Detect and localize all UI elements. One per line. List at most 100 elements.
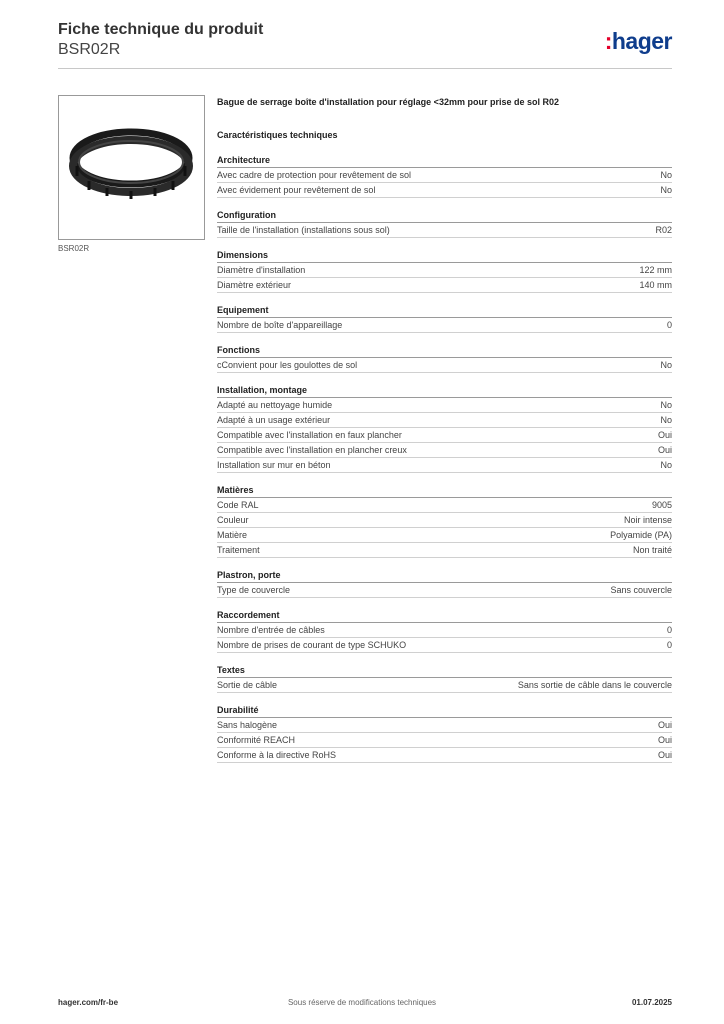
- spec-label: Taille de l'installation (installations …: [217, 225, 390, 235]
- spec-value: 0: [666, 320, 672, 330]
- spec-value: 9005: [651, 500, 672, 510]
- spec-value: 0: [666, 640, 672, 650]
- spec-value: Noir intense: [623, 515, 672, 525]
- spec-row: Traitement Non traité: [217, 543, 672, 558]
- spec-value: No: [660, 170, 672, 180]
- spec-value: Oui: [657, 750, 672, 760]
- spec-value: 0: [666, 625, 672, 635]
- hager-logo: :hager: [604, 28, 673, 54]
- spec-label: Avec cadre de protection pour revêtement…: [217, 170, 411, 180]
- spec-row: Compatible avec l'installation en faux p…: [217, 428, 672, 443]
- spec-value: No: [660, 360, 672, 370]
- section-gap: [217, 198, 672, 208]
- spec-label: Diamètre extérieur: [217, 280, 292, 290]
- document-title: Fiche technique du produit: [58, 21, 264, 38]
- section-gap: [217, 653, 672, 663]
- spec-label: Nombre de prises de courant de type SCHU…: [217, 640, 407, 650]
- spec-label: Type de couvercle: [217, 585, 291, 595]
- spec-value: No: [660, 460, 672, 470]
- spec-value: Non traité: [632, 545, 672, 555]
- product-reference: BSR02R: [58, 41, 121, 58]
- spec-heading: Caractéristiques techniques: [217, 130, 338, 140]
- section-title: Fonctions: [217, 343, 672, 358]
- logo-prefix: :: [604, 28, 613, 54]
- spec-value: No: [660, 415, 672, 425]
- spec-label: Compatible avec l'installation en faux p…: [217, 430, 402, 440]
- image-caption: BSR02R: [58, 244, 90, 253]
- spec-label: Diamètre d'installation: [217, 265, 306, 275]
- spec-label: Compatible avec l'installation en planch…: [217, 445, 407, 455]
- spec-row: Matière Polyamide (PA): [217, 528, 672, 543]
- spec-value: 140 mm: [639, 280, 672, 290]
- clamping-ring-image: [69, 128, 193, 199]
- spec-value: Oui: [657, 735, 672, 745]
- spec-row: Avec cadre de protection pour revêtement…: [217, 168, 672, 183]
- spec-label: Sans halogène: [217, 720, 278, 730]
- section-gap: [217, 598, 672, 608]
- page-header: Fiche technique du produit BSR02R :hager: [58, 20, 673, 70]
- section-gap: [217, 333, 672, 343]
- section-gap: [217, 373, 672, 383]
- spec-label: Nombre d'entrée de câbles: [217, 625, 325, 635]
- spec-row: Type de couvercle Sans couvercle: [217, 583, 672, 598]
- spec-row: Conformité REACH Oui: [217, 733, 672, 748]
- spec-label: Adapté à un usage extérieur: [217, 415, 331, 425]
- spec-label: Conformité REACH: [217, 735, 296, 745]
- spec-value: Polyamide (PA): [610, 530, 672, 540]
- logo-text: hager: [611, 28, 673, 54]
- spec-label: Couleur: [217, 515, 249, 525]
- spec-value: Oui: [657, 445, 672, 455]
- spec-value: No: [660, 400, 672, 410]
- section-title: Textes: [217, 663, 672, 678]
- section-title: Dimensions: [217, 248, 672, 263]
- spec-value: R02: [655, 225, 672, 235]
- spec-value: No: [660, 185, 672, 195]
- spec-row: Nombre d'entrée de câbles 0: [217, 623, 672, 638]
- spec-label: Conforme à la directive RoHS: [217, 750, 337, 760]
- section-gap: [217, 763, 672, 773]
- product-image: [58, 95, 205, 240]
- spec-row: Adapté à un usage extérieur No: [217, 413, 672, 428]
- spec-label: Traitement: [217, 545, 260, 555]
- spec-row: Nombre de prises de courant de type SCHU…: [217, 638, 672, 653]
- spec-value: Oui: [657, 720, 672, 730]
- spec-row: Compatible avec l'installation en planch…: [217, 443, 672, 458]
- section-title: Equipement: [217, 303, 672, 318]
- spec-row: Couleur Noir intense: [217, 513, 672, 528]
- footer-date: 01.07.2025: [631, 998, 672, 1007]
- spec-row: Taille de l'installation (installations …: [217, 223, 672, 238]
- product-description: Bague de serrage boîte d'installation po…: [217, 97, 559, 107]
- spec-content: Bague de serrage boîte d'installation po…: [217, 95, 672, 773]
- spec-label: Matière: [217, 530, 248, 540]
- section-gap: [217, 693, 672, 703]
- section-gap: [217, 238, 672, 248]
- section-title: Matières: [217, 483, 672, 498]
- spec-label: Adapté au nettoyage humide: [217, 400, 333, 410]
- spec-row: Diamètre extérieur 140 mm: [217, 278, 672, 293]
- section-gap: [217, 473, 672, 483]
- section-title: Configuration: [217, 208, 672, 223]
- section-title: Installation, montage: [217, 383, 672, 398]
- spec-value: Sans couvercle: [610, 585, 672, 595]
- spec-label: Code RAL: [217, 500, 259, 510]
- section-gap: [217, 293, 672, 303]
- spec-label: Installation sur mur en béton: [217, 460, 331, 470]
- header-divider: [58, 68, 672, 69]
- spec-row: Installation sur mur en béton No: [217, 458, 672, 473]
- section-title: Architecture: [217, 153, 672, 168]
- spec-row: Adapté au nettoyage humide No: [217, 398, 672, 413]
